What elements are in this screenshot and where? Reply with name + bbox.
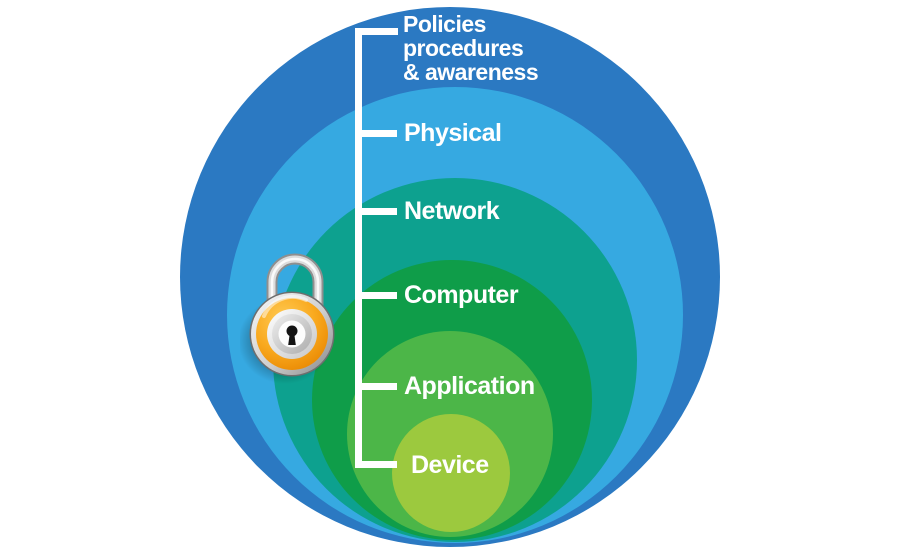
keyhole-icon <box>286 325 298 345</box>
connector-vertical-line <box>355 28 362 468</box>
layer-label-physical: Physical <box>404 119 502 147</box>
connector-tick-policies <box>355 28 398 35</box>
connector-tick-physical <box>357 130 397 137</box>
layer-label-device: Device <box>411 451 489 479</box>
layer-label-application: Application <box>404 372 535 400</box>
lock-shackle-icon <box>266 253 324 306</box>
layer-label-policies: Policies procedures & awareness <box>403 11 539 85</box>
connector-tick-computer <box>357 292 397 299</box>
layer-label-computer: Computer <box>404 281 519 309</box>
padlock-icon <box>240 253 335 384</box>
connector-tick-device <box>355 461 397 468</box>
layer-label-network: Network <box>404 197 500 225</box>
layer-circle-device <box>392 414 510 532</box>
connector-tick-network <box>357 208 397 215</box>
connector-tick-application <box>357 383 397 390</box>
